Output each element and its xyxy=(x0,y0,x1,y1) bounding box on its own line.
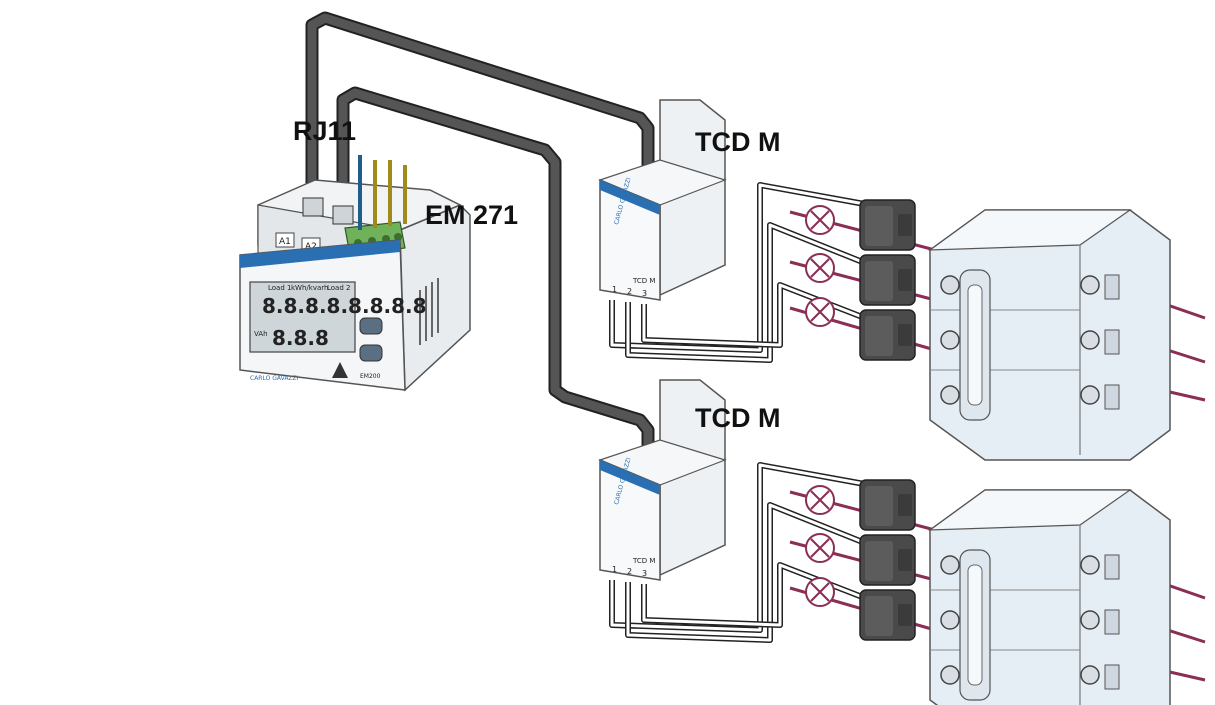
meter-model: EM200 xyxy=(360,373,381,380)
tcd-bottom-label: TCD M xyxy=(695,403,781,433)
supply-wires xyxy=(358,155,407,230)
tcd-model-print: TCD M xyxy=(632,557,655,565)
tcd-terminal-1: 1 xyxy=(612,285,617,294)
terminal-a1-label: A1 xyxy=(279,237,291,247)
lamp-icon xyxy=(805,205,835,235)
em271-label: EM 271 xyxy=(425,200,519,230)
lcd-screen xyxy=(249,281,356,353)
lamp-icon xyxy=(805,297,835,327)
vent-grille xyxy=(419,278,439,345)
lcd-digits-main: 8.8.8.8.8.8.8.8 xyxy=(262,294,427,318)
current-transformers-bottom xyxy=(859,479,916,641)
warning-icon xyxy=(332,362,348,378)
lamp-icon xyxy=(805,577,835,607)
tcd-terminal-2: 2 xyxy=(627,567,632,576)
tcd-module-top: CARLO GAVAZZI TCD M 1 2 3 xyxy=(598,99,727,301)
current-transformers-top xyxy=(859,199,916,361)
lamp-icon xyxy=(805,253,835,283)
meter-button-enter[interactable] xyxy=(359,344,383,362)
rj11-port-2 xyxy=(332,205,354,225)
ct-wires-bottom xyxy=(609,462,872,643)
rj11-port-1 xyxy=(302,197,324,217)
lamp-icon xyxy=(805,533,835,563)
terminal-a2-label: A2 xyxy=(305,242,317,252)
ct-wires-top xyxy=(609,182,872,363)
lcd-digits-sub: 8.8.8 xyxy=(272,326,329,350)
tcd-module-bottom: CARLO GAVAZZI TCD M 1 2 3 xyxy=(598,379,727,581)
lcd-var: VAh xyxy=(254,330,268,338)
lcd-load2: Load 2 xyxy=(327,284,350,292)
lcd-load1: Load 1 xyxy=(268,284,291,292)
lamp-icon xyxy=(805,485,835,515)
lcd-units: kWh/kvarh xyxy=(291,284,328,292)
terminal-a1 xyxy=(275,232,295,248)
tcd-terminal-1: 1 xyxy=(612,565,617,574)
meter-brand: CARLO GAVAZZI xyxy=(250,375,299,382)
tcd-top-label: TCD M xyxy=(695,127,781,157)
circuit-breaker-top xyxy=(929,209,1171,461)
rj11-cable-top xyxy=(305,11,655,200)
em271-meter: A1 A2 Load 1 kWh/kvarh Load 2 8.8.8.8.8.… xyxy=(239,155,471,392)
rj11-cable-bottom xyxy=(336,86,655,470)
rj11-label: RJ11 xyxy=(293,116,357,146)
tcd-model-print: TCD M xyxy=(632,277,655,285)
meter-button-up[interactable] xyxy=(359,317,383,335)
tcd-terminal-2: 2 xyxy=(627,287,632,296)
tcd-terminal-3: 3 xyxy=(642,289,647,298)
circuit-breaker-bottom xyxy=(929,489,1171,705)
tcd-terminal-3: 3 xyxy=(642,569,647,578)
